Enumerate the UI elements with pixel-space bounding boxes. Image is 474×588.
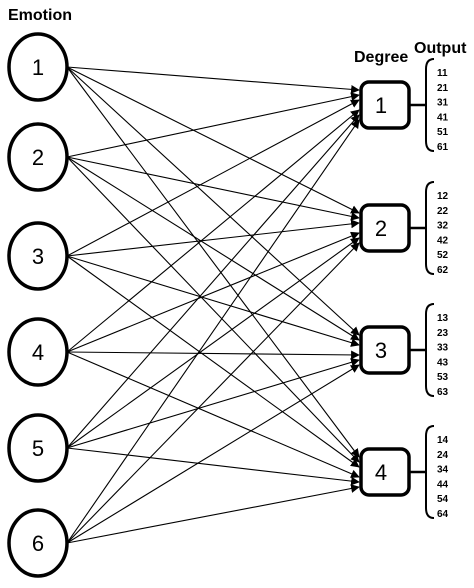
output-bracket	[425, 58, 435, 152]
output-bracket	[425, 303, 435, 397]
connection-lines	[66, 66, 360, 544]
output-value: 12	[437, 191, 449, 202]
output-group-3: 13 23 33 43 53 63	[425, 303, 449, 398]
emotion-layer: 1 2 3 4 5 6	[7, 32, 69, 578]
output-value: 51	[437, 127, 449, 138]
edge-emotion-5-degree-2	[66, 237, 360, 449]
emotion-node-label: 3	[32, 244, 44, 269]
output-value: 63	[437, 387, 449, 398]
degree-node-label: 2	[375, 216, 387, 241]
degree-node-label: 1	[375, 93, 387, 118]
edge-emotion-4-degree-2	[66, 231, 360, 353]
output-group-2: 12 22 32 42 52 62	[425, 181, 449, 276]
emotion-circle	[7, 122, 69, 192]
emotion-node-3: 3	[7, 221, 69, 291]
degree-node-1: 1	[359, 80, 426, 130]
output-value: 24	[437, 450, 449, 461]
output-value: 23	[437, 328, 449, 339]
emotion-circle	[7, 413, 69, 483]
emotion-node-6: 6	[7, 508, 69, 578]
output-value: 32	[437, 221, 449, 232]
emotion-header: Emotion	[8, 7, 72, 24]
output-value: 61	[437, 142, 449, 153]
output-value: 41	[437, 112, 449, 123]
emotion-circle	[7, 221, 69, 291]
edge-emotion-5-degree-1	[66, 114, 360, 449]
degree-node-4: 4	[359, 447, 426, 497]
output-value: 64	[437, 509, 449, 520]
emotion-node-label: 6	[32, 531, 44, 556]
degree-node-3: 3	[359, 325, 426, 375]
edge-emotion-3-degree-4	[66, 255, 360, 468]
edge-emotion-6-degree-3	[66, 364, 360, 544]
output-value: 44	[437, 479, 449, 490]
edge-emotion-2-degree-2	[66, 156, 360, 221]
edge-emotion-1-degree-3	[66, 66, 360, 336]
output-value: 31	[437, 98, 449, 109]
edge-emotion-1-degree-2	[66, 66, 360, 214]
output-group-1: 11 21 31 41 51 61	[425, 58, 449, 153]
output-header: Output	[414, 40, 467, 57]
edge-emotion-5-degree-4	[66, 447, 360, 486]
edge-emotion-3-degree-2	[66, 219, 360, 257]
output-value: 42	[437, 235, 449, 246]
edge-emotion-2-degree-4	[66, 156, 360, 463]
output-value: 43	[437, 357, 449, 368]
edge-emotion-3-degree-1	[66, 99, 360, 257]
edge-emotion-6-degree-2	[66, 242, 360, 544]
emotion-node-label: 1	[32, 55, 44, 80]
edge-emotion-4-degree-3	[66, 350, 360, 360]
edge-emotion-1-degree-1	[66, 66, 360, 94]
degree-header: Degree	[354, 49, 408, 66]
output-layer: 11 21 31 41 51 61 12 22 32 42 52 62 13 23 33 43 53 63 14 24…	[425, 58, 449, 520]
edge-emotion-3-degree-3	[66, 255, 360, 347]
output-value: 13	[437, 313, 449, 324]
emotion-node-1: 1	[7, 32, 69, 102]
emotion-node-4: 4	[7, 317, 69, 387]
edge-emotion-4-degree-4	[66, 351, 360, 478]
output-value: 62	[437, 265, 449, 276]
emotion-node-label: 5	[32, 436, 44, 461]
output-group-4: 14 24 34 44 54 64	[425, 425, 449, 520]
degree-node-label: 4	[375, 460, 387, 485]
edge-emotion-5-degree-3	[66, 358, 360, 449]
output-value: 21	[437, 83, 449, 94]
edge-emotion-6-degree-1	[66, 119, 360, 544]
emotion-circle	[7, 317, 69, 387]
output-value: 34	[437, 465, 449, 476]
output-bracket	[425, 425, 435, 519]
degree-layer: 1 2 3 4	[359, 80, 426, 497]
emotion-node-label: 4	[32, 340, 44, 365]
output-value: 11	[437, 68, 448, 79]
degree-node-label: 3	[375, 338, 387, 363]
emotion-circle	[7, 508, 69, 578]
output-value: 54	[437, 494, 449, 505]
output-value: 52	[437, 250, 449, 261]
degree-node-2: 2	[359, 203, 426, 253]
output-value: 14	[437, 435, 449, 446]
emotion-node-label: 2	[32, 145, 44, 170]
output-value: 53	[437, 372, 449, 383]
edge-emotion-6-degree-4	[66, 484, 360, 544]
edge-emotion-2-degree-1	[66, 92, 360, 158]
emotion-node-5: 5	[7, 413, 69, 483]
edge-emotion-1-degree-4	[66, 66, 360, 458]
output-value: 22	[437, 206, 449, 217]
output-bracket	[425, 181, 435, 275]
output-value: 33	[437, 343, 449, 354]
edge-emotion-4-degree-1	[66, 109, 360, 353]
emotion-circle	[7, 32, 69, 102]
emotion-node-2: 2	[7, 122, 69, 192]
edge-emotion-2-degree-3	[66, 156, 360, 341]
